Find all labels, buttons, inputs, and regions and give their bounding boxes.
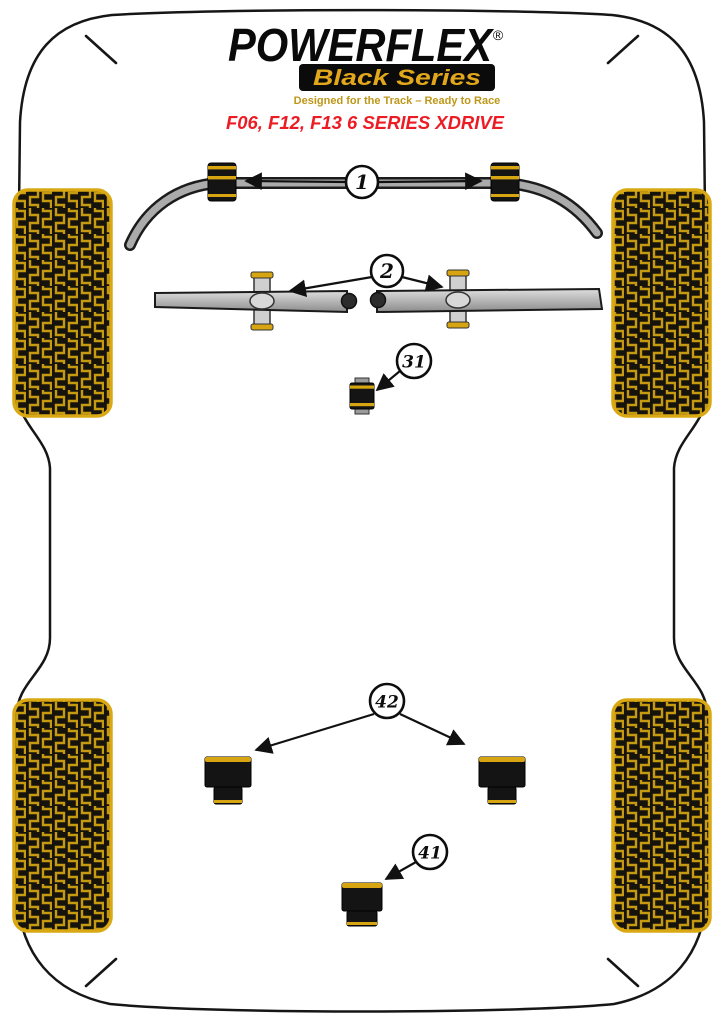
registered-mark: ® (493, 27, 504, 43)
brand-header: POWERFLEX ® Black Series Designed for th… (226, 19, 505, 133)
tire-front-left (12, 188, 113, 418)
callout-2[interactable]: 2 (288, 253, 444, 298)
callout-1-label: 1 (355, 170, 369, 194)
tagline: Designed for the Track – Ready to Race (294, 95, 501, 107)
car-body-outline (15, 8, 709, 1013)
series-banner (299, 64, 495, 91)
callout-41[interactable]: 41 (384, 833, 449, 880)
callout-31-label: 31 (402, 353, 426, 373)
bush-31 (349, 377, 375, 415)
bush-41 (341, 882, 383, 927)
series-label: Black Series (313, 65, 481, 90)
model-title: F06, F12, F13 6 SERIES XDRIVE (226, 113, 505, 133)
callout-2-label: 2 (379, 259, 394, 283)
body-corner-marks (84, 34, 640, 988)
bush-42-right (478, 756, 526, 805)
arb-bush-left (207, 162, 237, 202)
callout-1[interactable]: 1 (244, 164, 483, 200)
tire-rear-right (611, 698, 712, 933)
callout-42-label: 42 (375, 693, 399, 713)
callout-41-label: 41 (418, 844, 442, 864)
callout-31[interactable]: 31 (375, 342, 433, 392)
control-arm-right (369, 287, 604, 314)
brand-logo: POWERFLEX (228, 19, 494, 71)
callout-42[interactable]: 42 (254, 682, 466, 754)
tire-rear-left (12, 698, 113, 933)
tire-front-right (611, 188, 712, 418)
bush-42-left (204, 756, 252, 805)
arb-bush-right (490, 162, 520, 202)
